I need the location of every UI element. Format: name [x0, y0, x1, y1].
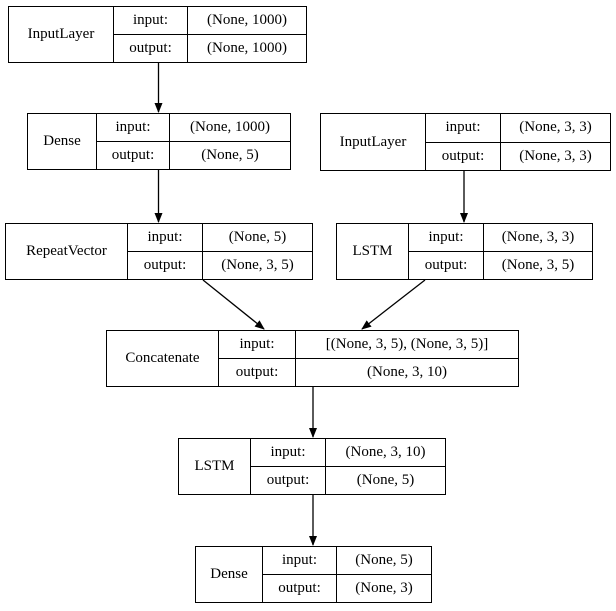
output-key: output: — [426, 142, 501, 170]
output-shape: (None, 3, 10) — [367, 364, 447, 380]
input-shape: (None, 5) — [228, 229, 287, 245]
output-shape: (None, 5) — [201, 147, 259, 163]
input-key: input: — [409, 224, 484, 251]
input-key: input: — [97, 114, 170, 141]
input-shape: (None, 3, 3) — [519, 119, 592, 136]
output-key: output: — [128, 252, 203, 279]
layer-node-inputlayer-1: InputLayer input: (None, 1000) output: (… — [8, 6, 307, 63]
layer-name: LSTM — [179, 439, 251, 494]
layer-node-lstm-2: LSTM input: (None, 3, 10) output: (None,… — [178, 438, 446, 495]
input-shape: (None, 1000) — [190, 119, 270, 135]
input-key: input: — [114, 7, 188, 34]
output-key: output: — [251, 467, 326, 494]
layer-name: InputLayer — [321, 114, 426, 170]
layer-node-dense-2: Dense input: (None, 5) output: (None, 3) — [195, 546, 432, 603]
layer-name: LSTM — [337, 224, 409, 279]
input-key: input: — [219, 331, 296, 358]
layer-node-repeatvector: RepeatVector input: (None, 5) output: (N… — [5, 223, 313, 280]
input-key: input: — [251, 439, 326, 466]
layer-name: InputLayer — [9, 7, 114, 62]
output-key: output: — [409, 252, 484, 279]
output-key: output: — [114, 35, 188, 62]
layer-node-dense-1: Dense input: (None, 1000) output: (None,… — [27, 113, 291, 170]
input-key: input: — [426, 114, 501, 142]
output-shape: (None, 3) — [355, 580, 413, 596]
input-shape: (None, 3, 10) — [345, 444, 426, 460]
edge-lstm1-to-concat — [361, 279, 426, 330]
output-key: output: — [219, 359, 296, 386]
output-shape: (None, 3, 3) — [519, 147, 592, 164]
layer-name: Dense — [28, 114, 97, 169]
edge-repeatvector-to-concat — [202, 279, 265, 330]
input-shape: [(None, 3, 5), (None, 3, 5)] — [325, 336, 489, 352]
input-shape: (None, 5) — [355, 552, 413, 568]
input-shape: (None, 1000) — [207, 12, 287, 28]
layer-node-concatenate: Concatenate input: [(None, 3, 5), (None,… — [106, 330, 519, 387]
output-key: output: — [263, 575, 337, 602]
output-key: output: — [97, 142, 170, 169]
layer-name: Concatenate — [107, 331, 219, 386]
layer-node-lstm-1: LSTM input: (None, 3, 3) output: (None, … — [336, 223, 593, 280]
output-shape: (None, 3, 5) — [221, 257, 294, 273]
input-shape: (None, 3, 3) — [501, 229, 575, 245]
input-key: input: — [128, 224, 203, 251]
layer-node-inputlayer-2: InputLayer input: (None, 3, 3) output: (… — [320, 113, 611, 171]
output-shape: (None, 3, 5) — [501, 257, 575, 273]
output-shape: (None, 5) — [356, 472, 415, 488]
layer-name: RepeatVector — [6, 224, 128, 279]
layer-name: Dense — [196, 547, 263, 602]
output-shape: (None, 1000) — [207, 40, 287, 56]
input-key: input: — [263, 547, 337, 574]
